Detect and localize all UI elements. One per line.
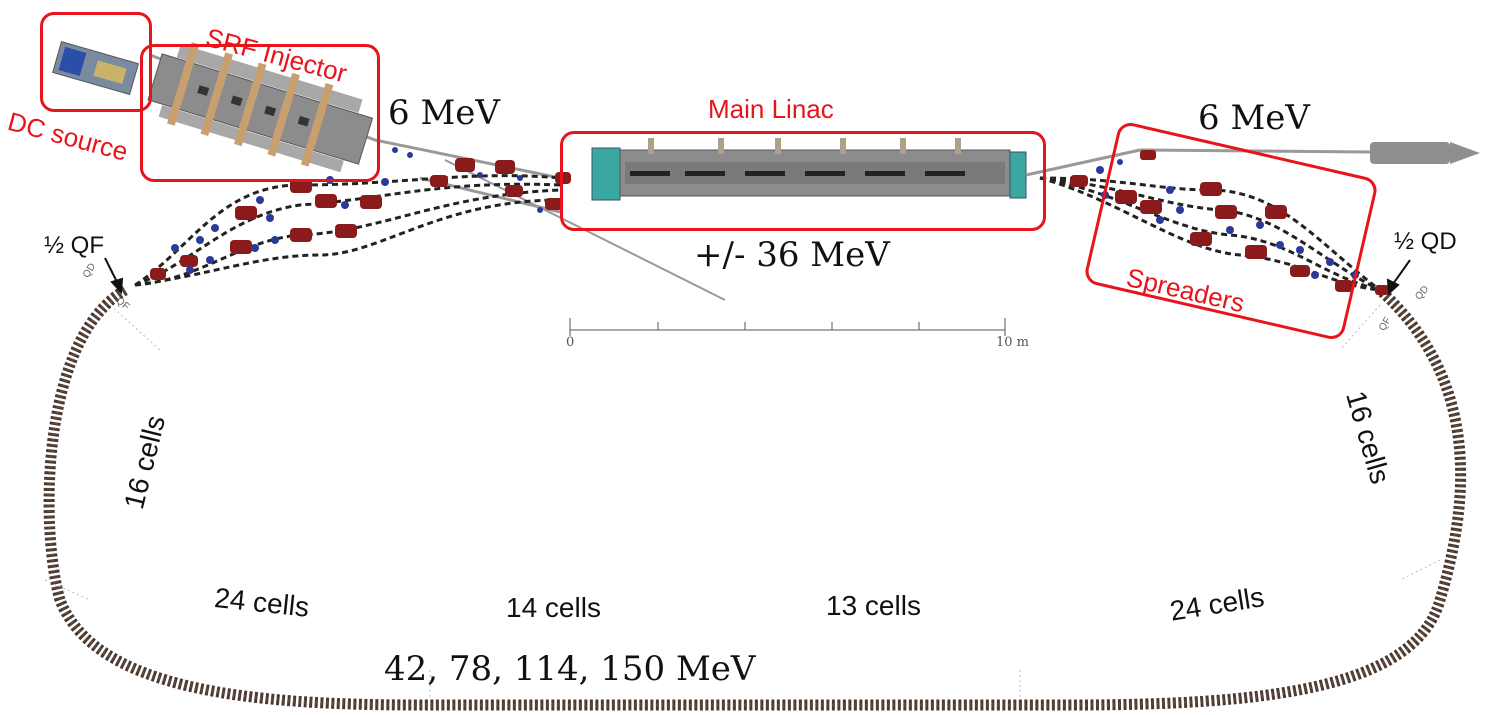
half-qf-arrow xyxy=(104,257,124,295)
srf-injector-highlight-box xyxy=(140,44,380,182)
extraction-energy-label: 6 MeV xyxy=(1198,98,1310,138)
srf-injector-cryomodule xyxy=(147,42,374,173)
half-qd-arrow xyxy=(1386,259,1411,296)
linac-energy-gain-label: +/- 36 MeV xyxy=(694,235,890,275)
scale-bar xyxy=(569,318,1006,336)
left-spreader-magnets xyxy=(150,147,571,280)
main-linac-label: Main Linac xyxy=(708,94,834,124)
main-linac-cryomodule xyxy=(591,138,1027,201)
section-dividers xyxy=(44,304,1441,700)
half-qd-label: ½ QD xyxy=(1394,228,1457,255)
dc-source-gun xyxy=(52,41,140,96)
bottom-mid-left-cells-label: 14 cells xyxy=(506,592,601,623)
dc-source-highlight-box xyxy=(40,12,152,112)
ring-energies-label: 42, 78, 114, 150 MeV xyxy=(384,649,756,689)
beam-dump xyxy=(1370,142,1480,164)
main-linac-highlight-box xyxy=(560,131,1046,231)
bottom-mid-right-cells-label: 13 cells xyxy=(826,590,921,621)
scale-bar-end-label: 10 m xyxy=(996,335,1030,350)
return-arc-ring xyxy=(43,285,1467,711)
injector-energy-label: 6 MeV xyxy=(388,93,500,133)
right-spreader-magnets xyxy=(1070,150,1389,295)
scale-bar-start-label: 0 xyxy=(566,335,575,350)
half-qf-label: ½ QF xyxy=(44,232,105,259)
